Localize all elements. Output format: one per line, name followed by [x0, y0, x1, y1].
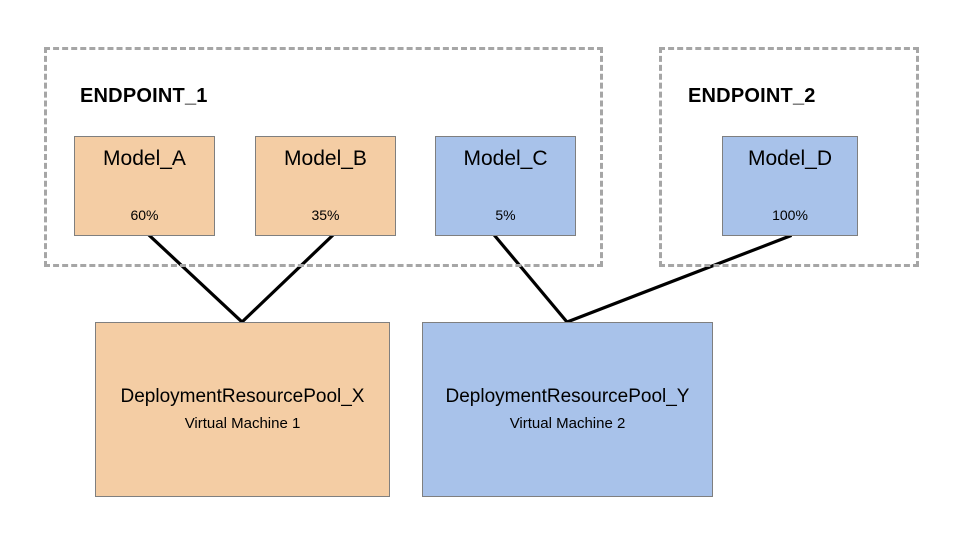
model-traffic-split: 5% — [495, 206, 516, 223]
endpoint-group-2[interactable] — [659, 47, 919, 267]
resource-pool-machine: Virtual Machine 1 — [184, 414, 301, 432]
resource-pool-name: DeploymentResourcePool_X — [120, 386, 365, 408]
model-box-model-a[interactable]: Model_A 60% — [74, 136, 215, 236]
endpoint-label-2: ENDPOINT_2 — [688, 85, 816, 107]
connector-model-a-to-pool-x — [147, 233, 245, 325]
model-box-model-c[interactable]: Model_C 5% — [435, 136, 576, 236]
resource-pool-box-y[interactable]: DeploymentResourcePool_Y Virtual Machine… — [422, 322, 713, 497]
endpoint-label-1: ENDPOINT_1 — [80, 85, 208, 107]
connector-model-d-to-pool-y — [564, 233, 793, 325]
model-traffic-split: 100% — [772, 206, 808, 223]
model-name-label: Model_D — [747, 147, 833, 170]
connector-model-b-to-pool-x — [239, 233, 335, 325]
model-name-label: Model_B — [284, 147, 367, 170]
model-box-model-d[interactable]: Model_D 100% — [722, 136, 858, 236]
model-box-model-b[interactable]: Model_B 35% — [255, 136, 396, 236]
model-name-label: Model_A — [103, 147, 186, 170]
connector-model-c-to-pool-y — [492, 233, 570, 325]
resource-pool-name: DeploymentResourcePool_Y — [445, 386, 690, 408]
model-traffic-split: 60% — [130, 206, 159, 223]
resource-pool-machine: Virtual Machine 2 — [509, 414, 626, 432]
model-traffic-split: 35% — [311, 206, 340, 223]
resource-pool-box-x[interactable]: DeploymentResourcePool_X Virtual Machine… — [95, 322, 390, 497]
model-name-label: Model_C — [463, 147, 548, 170]
endpoint-group-1[interactable] — [44, 47, 603, 267]
